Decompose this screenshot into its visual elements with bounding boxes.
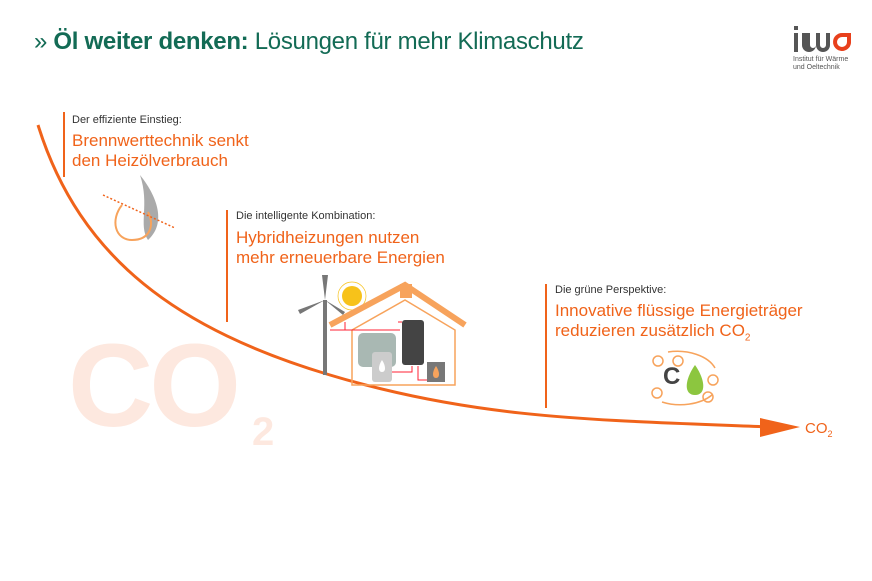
step-3-marker — [545, 284, 547, 408]
step-1-marker — [63, 112, 65, 177]
iwo-logo — [793, 24, 853, 59]
carbon-atom-label: C — [663, 363, 681, 390]
logo-line-1: Institut für Wärme — [793, 56, 849, 63]
flame-icon — [102, 175, 176, 242]
co2-arrow-label-main: CO — [805, 420, 828, 437]
logo-line-2: und Oeltechnik — [793, 64, 840, 71]
step-1-heading-line-1: Brennwerttechnik senkt — [72, 131, 249, 150]
molecule-cycle-icon — [651, 350, 719, 406]
arrow-head-icon — [760, 418, 800, 437]
title-bold: Öl weiter denken: — [53, 28, 249, 55]
co2-arrow-label-subscript: 2 — [827, 429, 833, 439]
step-3-heading-line-2-text: reduzieren zusätzlich CO — [555, 321, 745, 340]
step-2-label: Die intelligente Kombination: — [236, 210, 376, 222]
step-2-marker — [226, 210, 228, 322]
title-rest: Lösungen für mehr Klimaschutz — [248, 28, 584, 55]
step-1-heading-line-2: den Heizölverbrauch — [72, 151, 228, 170]
co2-arrow-label: CO2 — [805, 420, 833, 439]
step-1-label: Der effiziente Einstieg: — [72, 114, 182, 126]
hybrid-house-icon — [298, 275, 467, 386]
co2-watermark-subscript: 2 — [252, 410, 275, 454]
step-2-heading-line-1: Hybridheizungen nutzen — [236, 228, 420, 247]
title-prefix: » — [34, 28, 54, 55]
step-2-heading-line-2: mehr erneuerbare Energien — [236, 248, 445, 267]
co2-watermark: CO — [68, 320, 241, 452]
step-3-heading-line-2: reduzieren zusätzlich CO2 — [555, 321, 803, 348]
step-3-label: Die grüne Perspektive: — [555, 284, 667, 296]
step-3-heading-subscript: 2 — [744, 332, 751, 344]
step-3-heading-line-1: Innovative flüssige Energieträger — [555, 301, 803, 320]
page-title: » Öl weiter denken: Lösungen für mehr Kl… — [34, 28, 584, 56]
